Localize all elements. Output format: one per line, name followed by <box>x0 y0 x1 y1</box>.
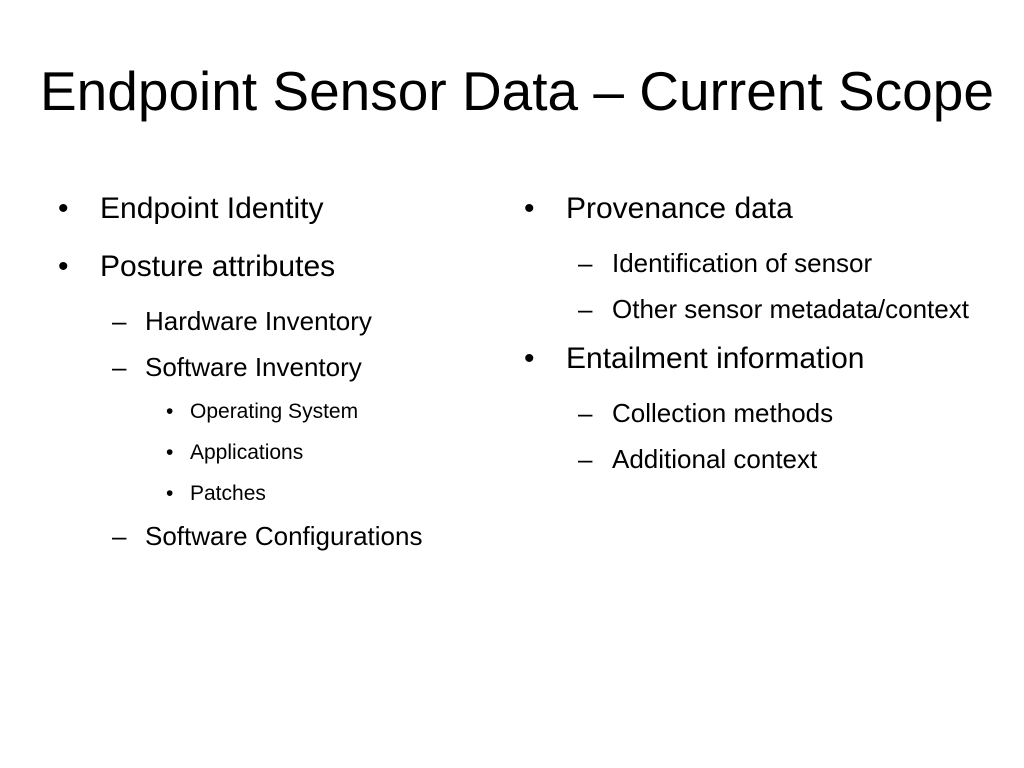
dash-bullet-icon: – <box>578 294 593 324</box>
bullet-text: Hardware Inventory <box>145 306 372 336</box>
dash-bullet-icon: – <box>112 521 127 551</box>
bullet-item-level-3: • Applications <box>58 434 498 471</box>
bullet-item-level-3: • Operating System <box>58 393 498 430</box>
dash-bullet-icon: – <box>578 398 593 428</box>
bullet-text: Identification of sensor <box>612 248 873 278</box>
bullet-item-level-1: • Posture attributes <box>58 243 498 291</box>
bullet-item-level-2: –Collection methods <box>524 393 974 434</box>
left-bullet-list: •Endpoint Identity•Posture attributes–Ha… <box>58 185 498 557</box>
dot-bullet-icon: • <box>524 342 535 375</box>
dash-bullet-icon: – <box>578 444 593 474</box>
bullet-text: Patches <box>190 482 266 505</box>
bullet-text: Other sensor metadata/context <box>612 294 969 324</box>
bullet-item-level-2: –Other sensor metadata/context <box>524 289 974 330</box>
right-content-column: •Provenance data–Identification of senso… <box>524 185 974 485</box>
dot-bullet-icon: • <box>166 400 174 423</box>
bullet-text: Software Inventory <box>145 352 362 382</box>
bullet-item-level-2: –Software Inventory <box>58 347 498 388</box>
bullet-item-level-1: • Endpoint Identity <box>58 185 498 233</box>
dash-bullet-icon: – <box>112 352 127 382</box>
bullet-text: Operating System <box>190 400 359 423</box>
bullet-item-level-1: • Entailment information <box>524 335 974 383</box>
bullet-text: Posture attributes <box>100 250 336 283</box>
left-content-column: •Endpoint Identity•Posture attributes–Ha… <box>58 185 498 562</box>
bullet-text: Additional context <box>612 444 818 474</box>
dot-bullet-icon: • <box>166 482 174 505</box>
bullet-item-level-3: • Patches <box>58 475 498 512</box>
bullet-item-level-2: –Identification of sensor <box>524 243 974 284</box>
bullet-text: Applications <box>190 441 304 464</box>
dot-bullet-icon: • <box>58 250 69 283</box>
dash-bullet-icon: – <box>112 306 127 336</box>
dot-bullet-icon: • <box>524 192 535 225</box>
bullet-item-level-2: –Additional context <box>524 439 974 480</box>
bullet-text: Provenance data <box>566 192 793 225</box>
right-bullet-list: •Provenance data–Identification of senso… <box>524 185 974 480</box>
bullet-text: Collection methods <box>612 398 834 428</box>
bullet-text: Entailment information <box>566 342 865 375</box>
dash-bullet-icon: – <box>578 248 593 278</box>
bullet-text: Software Configurations <box>145 521 423 551</box>
bullet-text: Endpoint Identity <box>100 192 324 225</box>
bullet-item-level-1: • Provenance data <box>524 185 974 233</box>
dot-bullet-icon: • <box>58 192 69 225</box>
dot-bullet-icon: • <box>166 441 174 464</box>
bullet-item-level-2: –Software Configurations <box>58 516 498 557</box>
bullet-item-level-2: –Hardware Inventory <box>58 301 498 342</box>
slide-title: Endpoint Sensor Data – Current Scope <box>40 60 994 122</box>
